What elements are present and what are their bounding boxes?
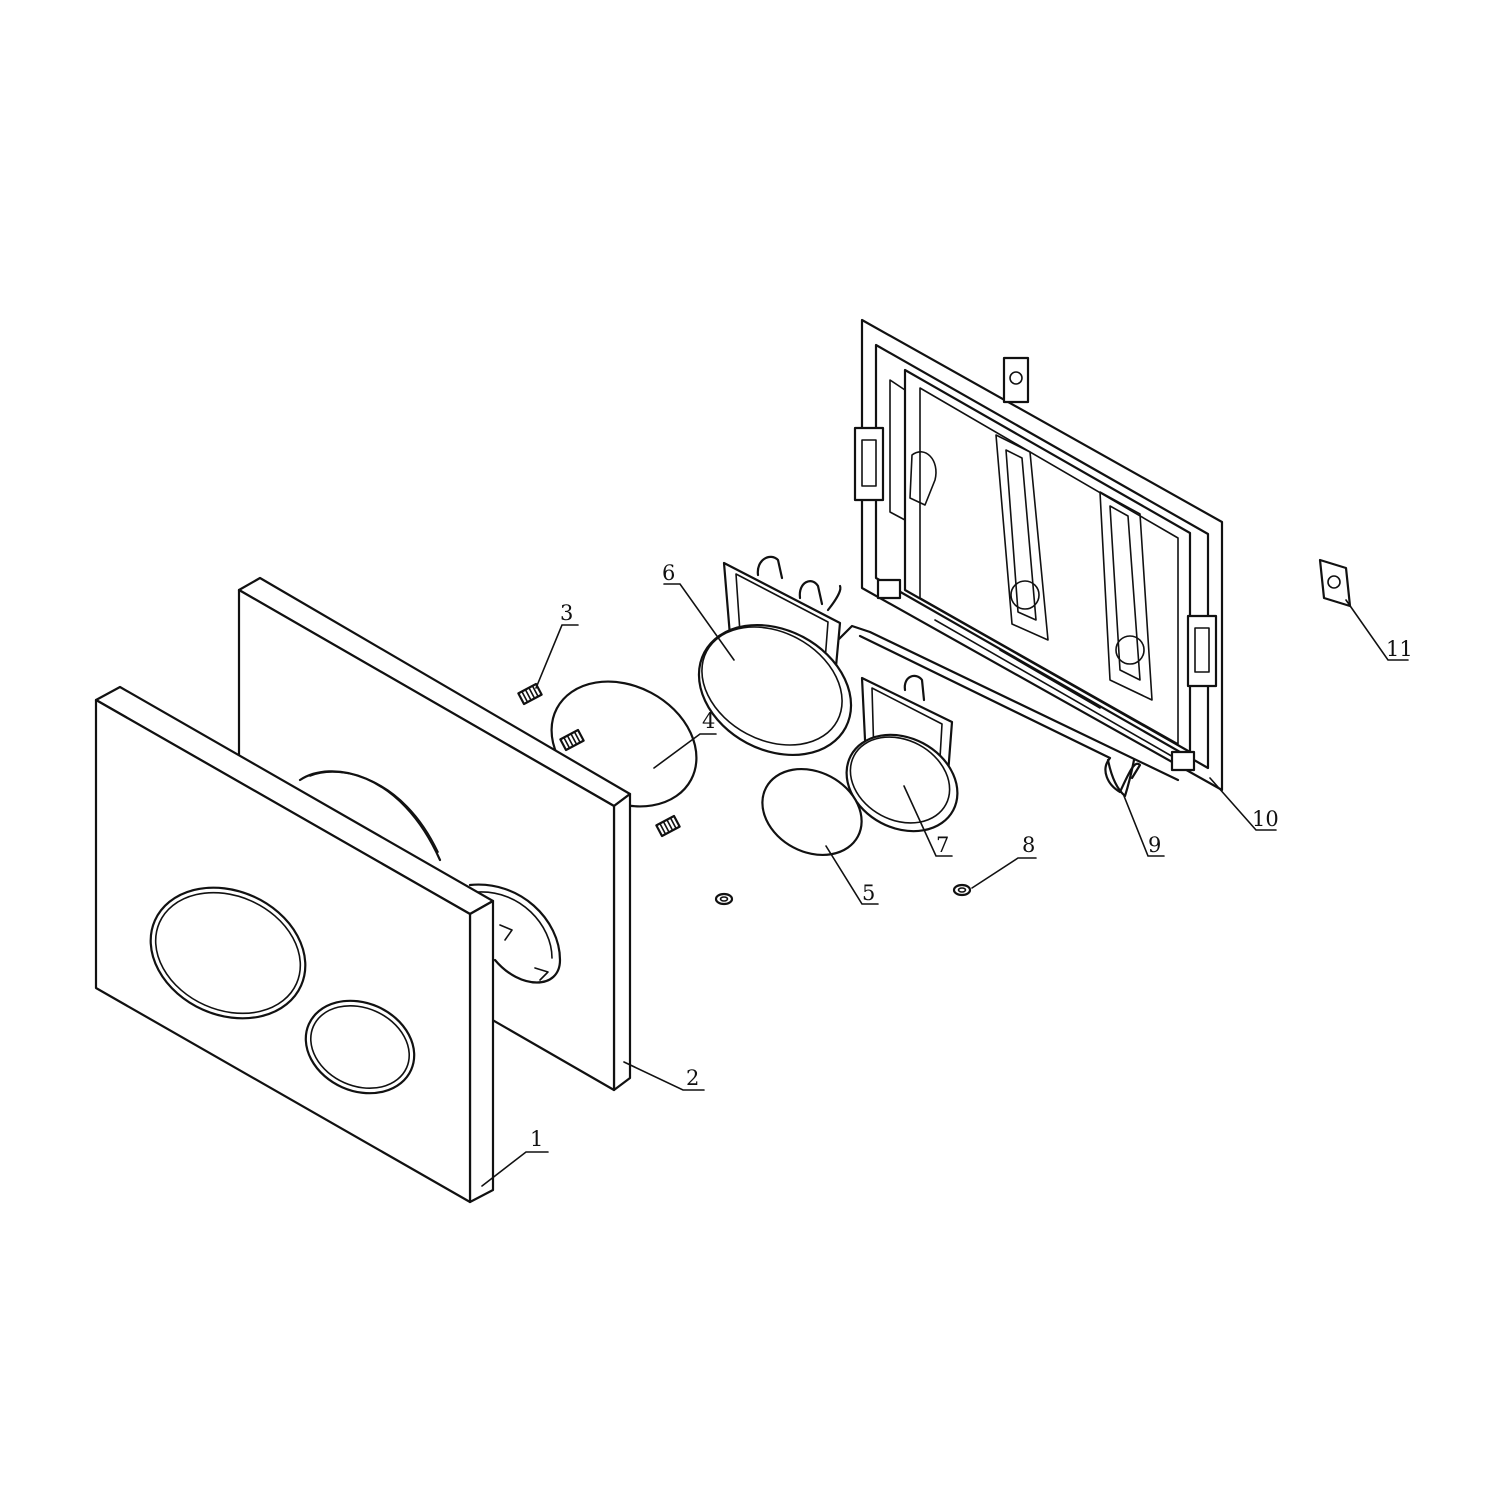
callout-3: 3 xyxy=(535,601,579,689)
part-3-screws xyxy=(517,682,681,838)
callout-label-10: 10 xyxy=(1252,807,1279,831)
part-8-washers xyxy=(714,883,972,906)
part-10-mounting-frame xyxy=(853,318,1224,792)
callout-label-9: 9 xyxy=(1148,833,1161,857)
callout-4: 4 xyxy=(653,709,717,769)
callout-11: 11 xyxy=(1345,599,1413,661)
callout-2: 2 xyxy=(623,1061,705,1091)
part-9-spring-wire xyxy=(836,624,1180,798)
part-6-large-button-carrier xyxy=(697,555,853,757)
callout-label-6: 6 xyxy=(662,561,675,585)
part-1-front-cover-plate xyxy=(94,685,495,1204)
part-11-clip xyxy=(1318,558,1352,608)
callout-7: 7 xyxy=(903,785,953,857)
part-5-small-button-disc xyxy=(761,767,863,857)
callout-label-5: 5 xyxy=(862,881,875,905)
callout-10: 10 xyxy=(1209,777,1279,831)
callout-9: 9 xyxy=(1123,795,1165,857)
callout-label-7: 7 xyxy=(936,833,949,857)
callout-5: 5 xyxy=(825,845,879,905)
callout-label-1: 1 xyxy=(530,1127,543,1151)
callout-label-4: 4 xyxy=(702,709,715,733)
callout-6: 6 xyxy=(662,561,735,661)
callout-label-8: 8 xyxy=(1022,833,1035,857)
callout-8: 8 xyxy=(971,833,1037,889)
callout-1: 1 xyxy=(481,1127,549,1187)
part-7-small-button-carrier xyxy=(845,674,959,833)
callout-label-3: 3 xyxy=(560,601,573,625)
part-2-back-plate xyxy=(237,576,632,1092)
callout-label-2: 2 xyxy=(686,1066,699,1090)
callout-label-11: 11 xyxy=(1386,637,1413,661)
